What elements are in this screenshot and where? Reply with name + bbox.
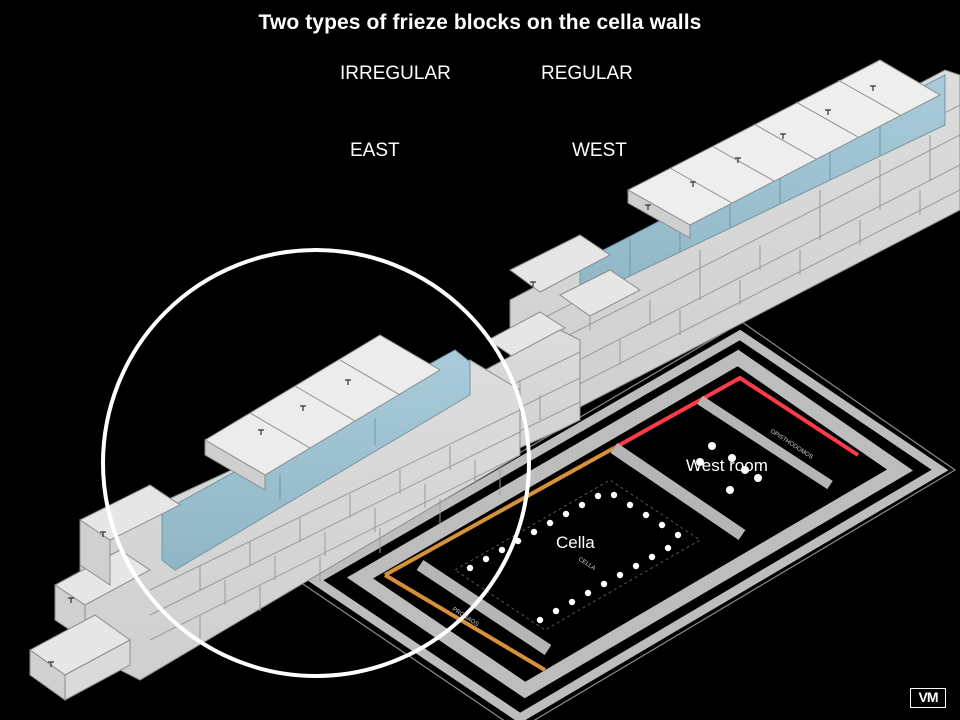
east-wall-courses (149, 409, 521, 641)
plan-outer-thin (298, 321, 957, 720)
west-wall (487, 59, 960, 421)
label-regular: REGULAR (541, 63, 633, 84)
plan-small-label-cella: CELLA (577, 557, 596, 572)
west-step-block-2 (559, 269, 641, 317)
east-frieze-irregular (161, 349, 471, 571)
west-capping-side (627, 189, 691, 239)
plan-cross-wall-3 (697, 395, 833, 490)
east-frieze-joints (279, 418, 376, 500)
plan-inner-band (346, 349, 914, 699)
diagram-title: Two types of frieze blocks on the cella … (258, 11, 702, 34)
floor-plan (298, 321, 957, 720)
label-west: WEST (572, 140, 627, 161)
plan-label-west-room: West room (686, 456, 768, 475)
east-capping-side (204, 439, 266, 491)
cella-columns (466, 491, 682, 624)
plan-red-wall (613, 375, 860, 457)
west-room-columns (696, 442, 762, 494)
west-capping-joints (669, 79, 901, 204)
vm-logo: VM (910, 688, 946, 708)
plan-orange-wall-2 (383, 573, 547, 672)
label-irregular: IRREGULAR (340, 63, 451, 84)
west-step-block-3 (487, 311, 566, 357)
plan-outer-frame (306, 329, 949, 720)
clamp-icon (48, 85, 876, 667)
highlight-circle (101, 248, 531, 678)
west-step-block (509, 234, 611, 293)
east-wall (29, 334, 521, 701)
plan-orange-wall (384, 446, 615, 577)
plan-cross-wall-2 (610, 443, 746, 540)
plan-cross-wall-1 (416, 560, 552, 655)
east-step-front-3 (64, 639, 131, 701)
plan-label-cella: Cella (556, 533, 595, 552)
east-capping-joints (249, 359, 401, 449)
label-east: EAST (350, 140, 400, 161)
